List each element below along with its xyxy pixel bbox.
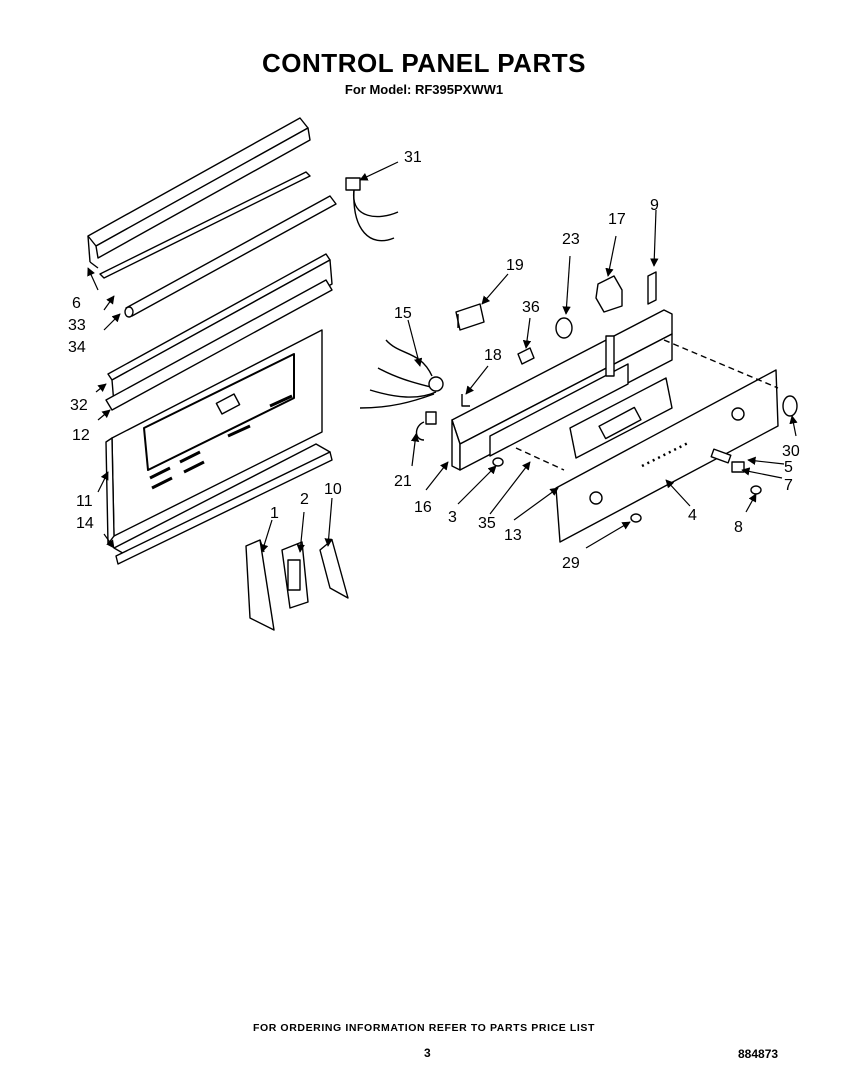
part-18-clip xyxy=(461,394,470,407)
part-17-switch xyxy=(595,275,623,313)
document-number: 884873 xyxy=(738,1047,779,1061)
callout-32: 32 xyxy=(70,397,88,414)
callout-29: 29 xyxy=(562,555,580,572)
callout-4: 4 xyxy=(688,507,697,524)
part-11-main-panel xyxy=(105,329,323,545)
callout-19: 19 xyxy=(506,257,524,274)
part-21-grommet xyxy=(415,411,437,441)
part-12-strip xyxy=(105,279,333,411)
model-subtitle: For Model: RF395PXWW1 xyxy=(344,82,504,97)
callout-8: 8 xyxy=(734,519,743,536)
part-31-harness xyxy=(345,177,399,242)
callout-6: 6 xyxy=(72,295,81,312)
part-6-top-trim xyxy=(87,117,311,269)
part-13-control-board xyxy=(569,377,673,459)
page-title: CONTROL PANEL PARTS xyxy=(262,48,586,78)
callout-30: 30 xyxy=(782,443,800,460)
callout-10: 10 xyxy=(324,481,342,498)
part-4-front-panel xyxy=(555,369,779,543)
callout-18: 18 xyxy=(484,347,502,364)
page-number: 3 xyxy=(424,1046,431,1060)
part-2-switch xyxy=(281,541,309,609)
callout-11: 11 xyxy=(76,493,93,510)
part-19-switch xyxy=(455,303,485,331)
ordering-note: FOR ORDERING INFORMATION REFER TO PARTS … xyxy=(252,1022,596,1034)
callout-35: 35 xyxy=(478,515,496,532)
callout-31: 31 xyxy=(404,149,422,166)
callout-9: 9 xyxy=(650,197,659,214)
part-10-bracket xyxy=(319,539,349,599)
callout-23: 23 xyxy=(562,231,580,248)
callout-14: 14 xyxy=(76,515,94,532)
callout-2: 2 xyxy=(300,491,309,508)
part-36-clip xyxy=(517,347,535,365)
callout-21: 21 xyxy=(394,473,412,490)
callout-1: 1 xyxy=(270,505,279,522)
part-29-screw xyxy=(630,513,642,523)
callout-16: 16 xyxy=(414,499,432,516)
part-3-plug xyxy=(492,457,504,467)
part-23-knob xyxy=(555,317,573,339)
part-5-7-buttons xyxy=(710,448,762,495)
callout-3: 3 xyxy=(448,509,457,526)
callout-7: 7 xyxy=(784,477,793,494)
callout-36: 36 xyxy=(522,299,540,316)
part-16-console-frame xyxy=(451,309,673,471)
callout-13: 13 xyxy=(504,527,522,544)
part-15-harness xyxy=(359,339,444,409)
callout-33: 33 xyxy=(68,317,86,334)
callout-12: 12 xyxy=(72,427,90,444)
part-14-bottom-trim xyxy=(113,443,333,565)
callout-34: 34 xyxy=(68,339,86,356)
part-1-bracket xyxy=(245,539,275,631)
callout-17: 17 xyxy=(608,211,626,228)
part-9-bracket xyxy=(647,271,657,305)
part-33-strip xyxy=(99,171,311,279)
callout-15: 15 xyxy=(394,305,412,322)
callout-5: 5 xyxy=(784,459,793,476)
part-34-rod xyxy=(124,195,337,318)
part-30-knob xyxy=(782,395,798,417)
